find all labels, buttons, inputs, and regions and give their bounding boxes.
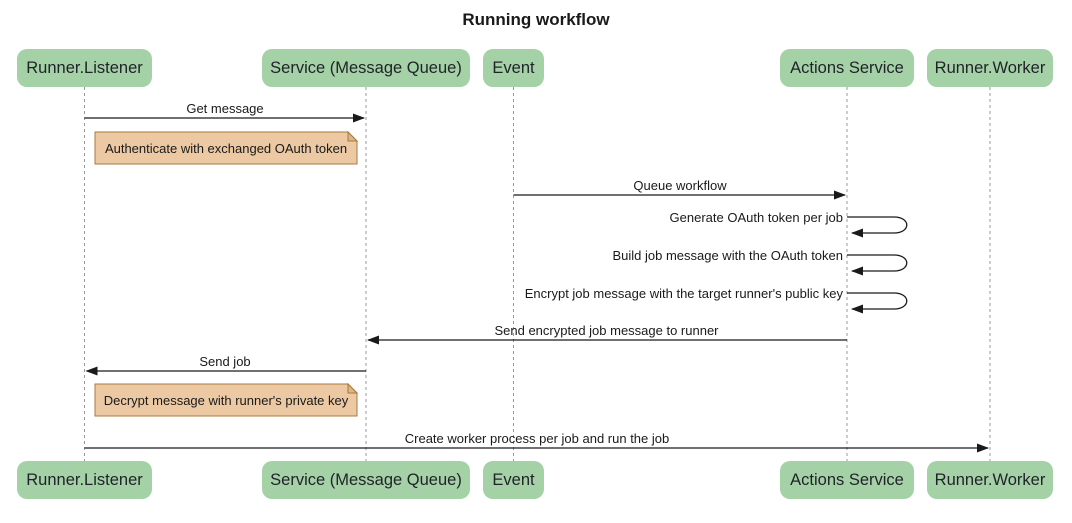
participant-top-runner-worker: Runner.Worker bbox=[927, 49, 1053, 87]
participant-label: Runner.Worker bbox=[934, 58, 1046, 77]
message-label-send-encrypted-job-message: Send encrypted job message to runner bbox=[494, 323, 719, 338]
participant-top-service-message-queue: Service (Message Queue) bbox=[262, 49, 470, 87]
participant-bottom-service-message-queue: Service (Message Queue) bbox=[262, 461, 470, 499]
note-shape-authenticate bbox=[94, 131, 358, 165]
note-shape-decrypt bbox=[94, 383, 358, 417]
self-loop-build-job-message bbox=[847, 254, 908, 276]
note-fold-icon bbox=[347, 130, 359, 142]
diagram-title: Running workflow bbox=[462, 10, 610, 29]
message-label-encrypt-job-message: Encrypt job message with the target runn… bbox=[524, 286, 843, 301]
message-label-queue-workflow: Queue workflow bbox=[633, 178, 727, 193]
note-fold-icon bbox=[347, 382, 359, 394]
participant-label: Actions Service bbox=[790, 470, 904, 489]
message-label-create-worker-process: Create worker process per job and run th… bbox=[404, 431, 670, 446]
participant-bottom-event: Event bbox=[483, 461, 544, 499]
self-loop-encrypt-job-message bbox=[847, 292, 908, 314]
note-authenticate-oauth: Authenticate with exchanged OAuth token bbox=[104, 140, 348, 156]
participant-label: Runner.Listener bbox=[26, 58, 143, 77]
participant-top-event: Event bbox=[483, 49, 544, 87]
participant-label: Service (Message Queue) bbox=[270, 58, 462, 77]
note-decrypt-message: Decrypt message with runner's private ke… bbox=[103, 392, 349, 408]
participant-label: Event bbox=[492, 470, 535, 489]
participant-label: Runner.Listener bbox=[26, 470, 143, 489]
message-label-generate-oauth-token: Generate OAuth token per job bbox=[669, 210, 843, 225]
participant-bottom-runner-worker: Runner.Worker bbox=[927, 461, 1053, 499]
participant-label: Event bbox=[492, 58, 535, 77]
message-label-send-job: Send job bbox=[199, 354, 251, 369]
participant-label: Actions Service bbox=[790, 58, 904, 77]
participant-label: Service (Message Queue) bbox=[270, 470, 462, 489]
message-label-get-message: Get message bbox=[186, 101, 264, 116]
message-label-build-job-message: Build job message with the OAuth token bbox=[612, 248, 843, 263]
participant-top-actions-service: Actions Service bbox=[780, 49, 914, 87]
participant-bottom-runner-listener: Runner.Listener bbox=[17, 461, 152, 499]
participant-label: Runner.Worker bbox=[934, 470, 1046, 489]
self-loop-generate-oauth-token bbox=[847, 216, 908, 238]
participant-bottom-actions-service: Actions Service bbox=[780, 461, 914, 499]
participant-top-runner-listener: Runner.Listener bbox=[17, 49, 152, 87]
